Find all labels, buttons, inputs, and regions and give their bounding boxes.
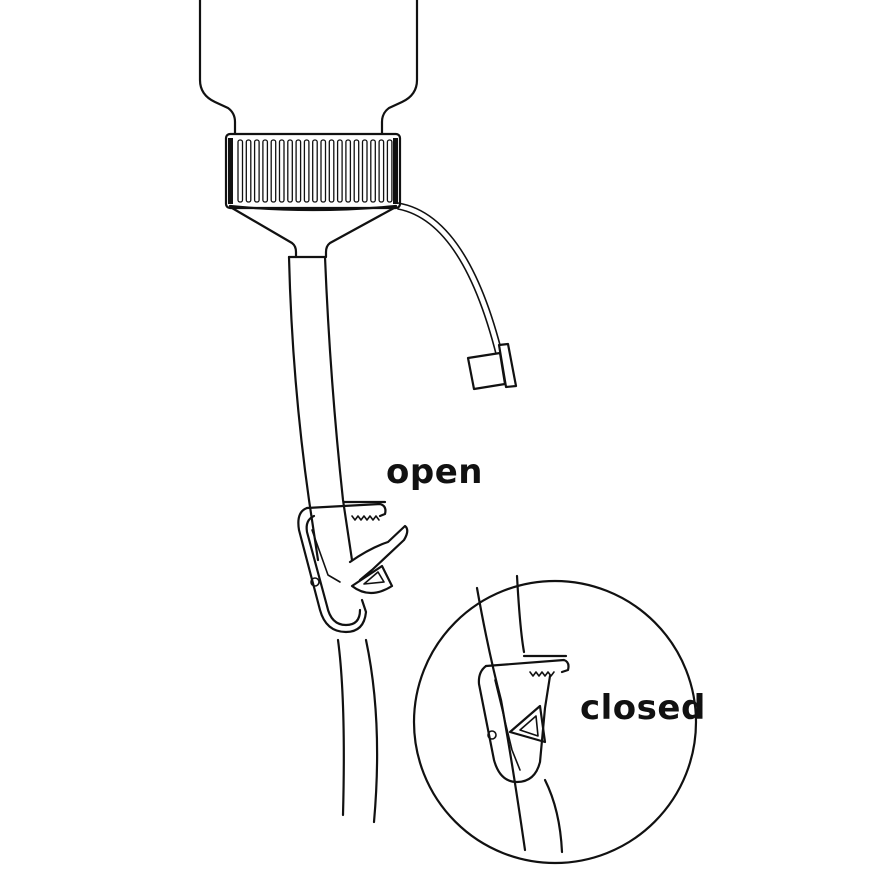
main-tube — [287, 255, 379, 824]
bottle — [198, 0, 419, 136]
port-plug — [466, 342, 518, 391]
clamp-closed-detail — [412, 574, 698, 865]
screw-cap — [224, 132, 402, 212]
funnel-outlet — [230, 206, 396, 259]
label-open: open — [386, 452, 483, 492]
clamp-open — [297, 500, 409, 634]
label-closed: closed — [580, 688, 706, 728]
side-port-tether — [397, 202, 506, 367]
